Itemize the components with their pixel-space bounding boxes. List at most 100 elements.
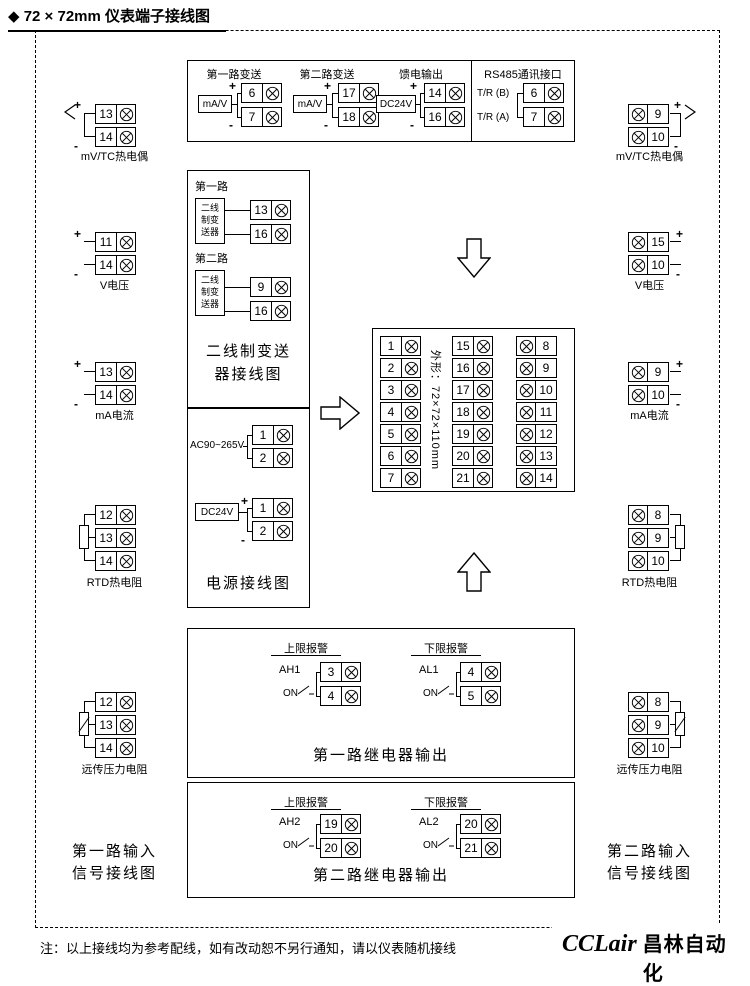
screw-terminal-icon (359, 83, 379, 103)
wire (232, 104, 237, 105)
relay-output-box-1 (187, 628, 575, 778)
terminal: 13 (95, 528, 136, 548)
terminal: 3 (380, 380, 421, 400)
screw-terminal-icon (273, 425, 293, 445)
terminal: 5 (380, 424, 421, 444)
terminal: 14 (95, 551, 136, 571)
screw-terminal-icon (271, 301, 291, 321)
screw-terminal-icon (628, 692, 648, 712)
wire (225, 210, 250, 211)
wire (670, 241, 681, 242)
screw-terminal-icon (116, 715, 136, 735)
alarm-label: 下限报警 (424, 797, 468, 809)
screw-terminal-icon (341, 814, 361, 834)
wire (420, 117, 424, 118)
screw-terminal-icon (481, 838, 501, 858)
screw-terminal-icon (273, 448, 293, 468)
wire (316, 672, 320, 673)
screw-terminal-icon (473, 402, 493, 422)
screw-terminal-icon (401, 402, 421, 422)
group-title: 馈电输出 (399, 69, 443, 81)
terminal: 10 (628, 738, 669, 758)
screw-terminal-icon (273, 521, 293, 541)
screw-terminal-icon (628, 104, 648, 124)
screw-terminal-icon (116, 385, 136, 405)
screw-terminal-icon (473, 424, 493, 444)
wire (332, 117, 338, 118)
screw-terminal-icon (628, 738, 648, 758)
section-label: RTD热电阻 (621, 577, 678, 589)
minus-sign: - (74, 397, 78, 411)
wire (84, 136, 95, 137)
alarm-label: 上限报警 (284, 643, 328, 655)
signal-type-box: mA/V (293, 95, 327, 113)
footer-note: 注：以上接线均为参考配线，如有改动恕不另行通知，请以仪表随机接线 (40, 941, 457, 956)
terminal: 8 (628, 692, 669, 712)
logo-text-en: CCLair (562, 931, 637, 957)
terminal: 15 (452, 336, 493, 356)
rs485-line-label: T/R (B) (477, 88, 510, 99)
terminal: 2 (252, 521, 293, 541)
left-panel-footer: 信号接线图 (71, 865, 157, 882)
wire (456, 824, 457, 848)
resistor-symbol (675, 525, 685, 549)
top-output-box (187, 60, 575, 142)
plus-sign: + (410, 79, 418, 93)
relay-state-label: ON (283, 688, 298, 699)
box-title: 第一路继电器输出 (312, 747, 449, 764)
terminal: 13 (250, 200, 291, 220)
plus-sign: + (74, 357, 82, 371)
section-label: mA电流 (630, 410, 669, 422)
screw-terminal-icon (628, 362, 648, 382)
wire (84, 560, 95, 561)
terminal: 8 (628, 505, 669, 525)
two-wire-transmitter-box: 二线制变送器 (195, 270, 225, 316)
wire (225, 311, 250, 312)
alarm-label: 上限报警 (284, 797, 328, 809)
dimension-label: 外形：72×72×110mm (429, 349, 441, 471)
screw-terminal-icon (628, 232, 648, 252)
terminal: 18 (338, 107, 379, 127)
wire (243, 446, 247, 447)
screw-terminal-icon (481, 814, 501, 834)
screw-terminal-icon (516, 336, 536, 356)
terminal: 16 (250, 224, 291, 244)
wire (680, 113, 681, 137)
wire (332, 93, 338, 94)
terminal: 1 (252, 498, 293, 518)
wire (247, 435, 248, 459)
section-label: RTD热电阻 (86, 577, 143, 589)
group-title: 第二路 (195, 253, 228, 265)
terminal: 21 (452, 468, 493, 488)
screw-terminal-icon (116, 528, 136, 548)
relay-state-label: ON (423, 688, 438, 699)
relay-switch-icon (438, 837, 454, 847)
box-title: 电源接线图 (205, 575, 291, 592)
wire (316, 696, 320, 697)
terminal: 10 (628, 255, 669, 275)
minus-sign: - (410, 118, 414, 132)
group-title: RS485通讯接口 (484, 69, 562, 81)
screw-terminal-icon (116, 692, 136, 712)
terminal: 12 (516, 424, 557, 444)
terminal: 9 (628, 104, 669, 124)
right-panel-footer: 信号接线图 (606, 865, 692, 882)
terminal: 11 (516, 402, 557, 422)
screw-terminal-icon (516, 380, 536, 400)
screw-terminal-icon (473, 336, 493, 356)
ac-power-label: AC90~265V (190, 440, 245, 451)
page-title: ◆ 72 × 72mm 仪表端子接线图 (8, 4, 227, 32)
screw-terminal-icon (473, 446, 493, 466)
terminal: 4 (380, 402, 421, 422)
two-wire-transmitter-box: 二线制变送器 (195, 198, 225, 244)
minus-sign: - (74, 267, 78, 281)
right-panel-footer: 第二路输入 (606, 843, 692, 860)
screw-terminal-icon (516, 468, 536, 488)
relay-switch-icon (298, 837, 314, 847)
terminal: 13 (516, 446, 557, 466)
terminal: 13 (95, 362, 136, 382)
screw-terminal-icon (516, 424, 536, 444)
terminal: 16 (452, 358, 493, 378)
terminal: 9 (628, 362, 669, 382)
terminal: 14 (424, 83, 465, 103)
